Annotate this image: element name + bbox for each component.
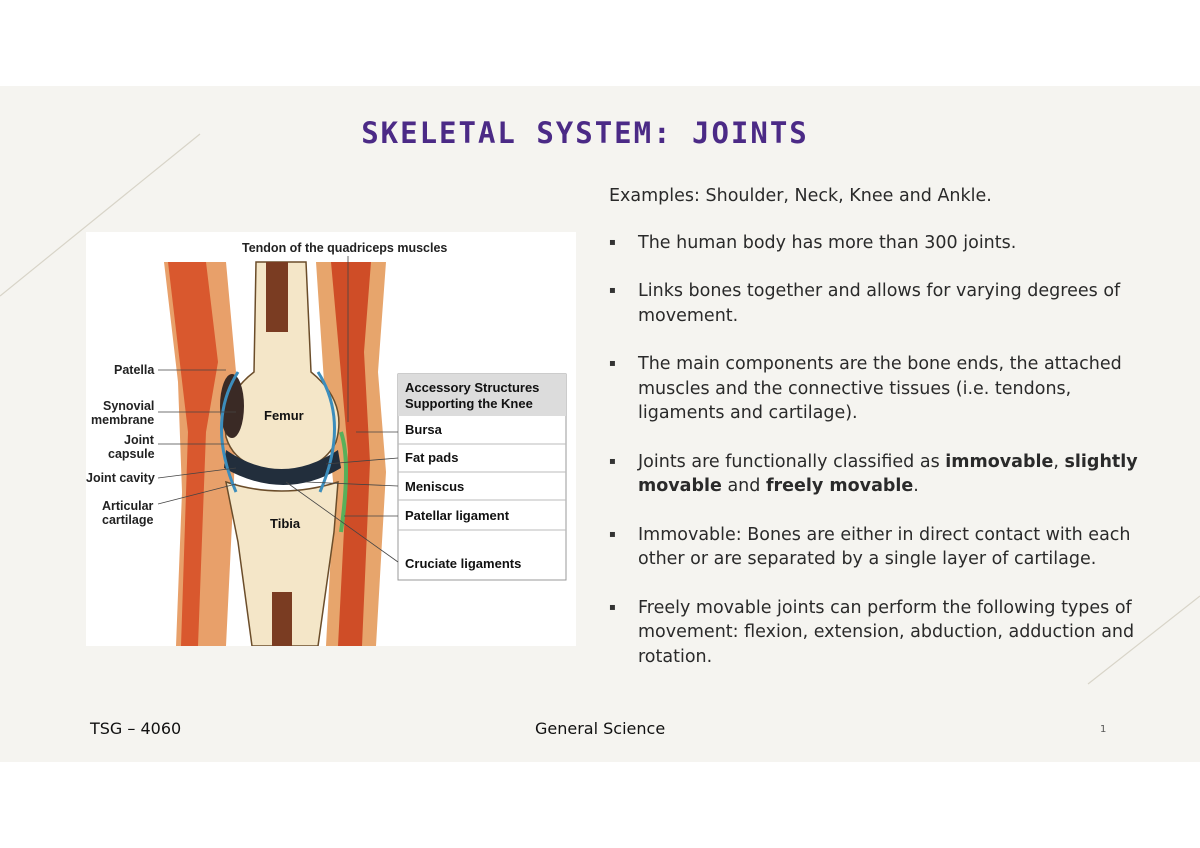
knee-joint-diagram: Tendon of the quadriceps muscles Patella… (86, 232, 576, 647)
bullet-icon: ▪ (609, 528, 616, 540)
bullet-icon: ▪ (609, 358, 616, 369)
label-synovial-1: Synovial (103, 399, 154, 413)
footer-course-code: TSG – 4060 (90, 719, 182, 738)
label-synovial-2: membrane (91, 413, 154, 427)
bullet-text-mid1: , (1053, 451, 1065, 472)
bullet-icon: ▪ (609, 236, 616, 248)
bullet-item: ▪ Joints are functionally classified as i… (609, 450, 1154, 499)
bullet-text: The main components are the bone ends, t… (638, 354, 1122, 423)
accessory-header-2: Supporting the Knee (405, 396, 533, 411)
footer-page-number: 1 (1100, 724, 1107, 735)
label-tendon-quadriceps: Tendon of the quadriceps muscles (242, 241, 447, 255)
bullet-bold-immovable: immovable (945, 451, 1054, 472)
content-text: Examples: Shoulder, Neck, Knee and Ankle… (609, 184, 1154, 693)
accessory-header-1: Accessory Structures (405, 380, 539, 395)
bullet-bold-freely-movable: freely movable (765, 476, 914, 496)
bullet-item: ▪ The human body has more than 300 joints… (609, 231, 1154, 256)
label-capsule-2: capsule (108, 447, 155, 461)
bullet-text-pre: Joints are functionally classified as (638, 451, 946, 472)
label-capsule-1: Joint (124, 433, 155, 447)
label-tibia: Tibia (270, 516, 301, 531)
slide-title: SKELETAL SYSTEM: JOINTS (361, 116, 809, 150)
label-articular-2: cartilage (102, 513, 153, 527)
accessory-item-patellar-ligament: Patellar ligament (405, 508, 510, 523)
bullet-icon: ▪ (609, 601, 616, 613)
footer-subject: General Science (535, 719, 666, 738)
bullet-item: ▪ The main components are the bone ends, … (609, 352, 1154, 426)
slide: SKELETAL SYSTEM: JOINTS Tendon of the qu… (0, 86, 1200, 762)
accessory-item-bursa: Bursa (405, 422, 443, 437)
bullet-item: ▪ Freely movable joints can perform the f… (609, 596, 1154, 670)
bullet-text: Links bones together and allows for vary… (638, 281, 1121, 326)
bullet-item: ▪ Links bones together and allows for var… (609, 279, 1154, 328)
bullet-bold-slightly-movable: slightly movable (638, 451, 1138, 497)
bullet-item: ▪ Immovable: Bones are either in direct c… (609, 523, 1154, 572)
label-joint-cavity: Joint cavity (86, 471, 155, 485)
bullet-icon: ▪ (609, 455, 616, 467)
bullet-text: The human body has more than 300 joints. (638, 232, 1017, 253)
bullet-text-mid2: and (721, 476, 766, 496)
label-patella: Patella (114, 363, 155, 377)
accessory-item-meniscus: Meniscus (405, 479, 464, 494)
bullet-text-post: . (913, 476, 919, 496)
bullet-list: ▪ The human body has more than 300 joints… (609, 231, 1154, 670)
label-articular-1: Articular (102, 499, 154, 513)
accessory-item-cruciate-ligaments: Cruciate ligaments (405, 556, 521, 571)
intro-text: Examples: Shoulder, Neck, Knee and Ankle… (609, 186, 992, 206)
bullet-text: Immovable: Bones are either in direct co… (638, 524, 1131, 570)
accessory-item-fat-pads: Fat pads (405, 450, 458, 465)
label-femur: Femur (264, 408, 304, 423)
bullet-text: Freely movable joints can perform the fo… (638, 597, 1135, 667)
decorative-lines (0, 133, 1200, 685)
bullet-icon: ▪ (609, 285, 616, 296)
